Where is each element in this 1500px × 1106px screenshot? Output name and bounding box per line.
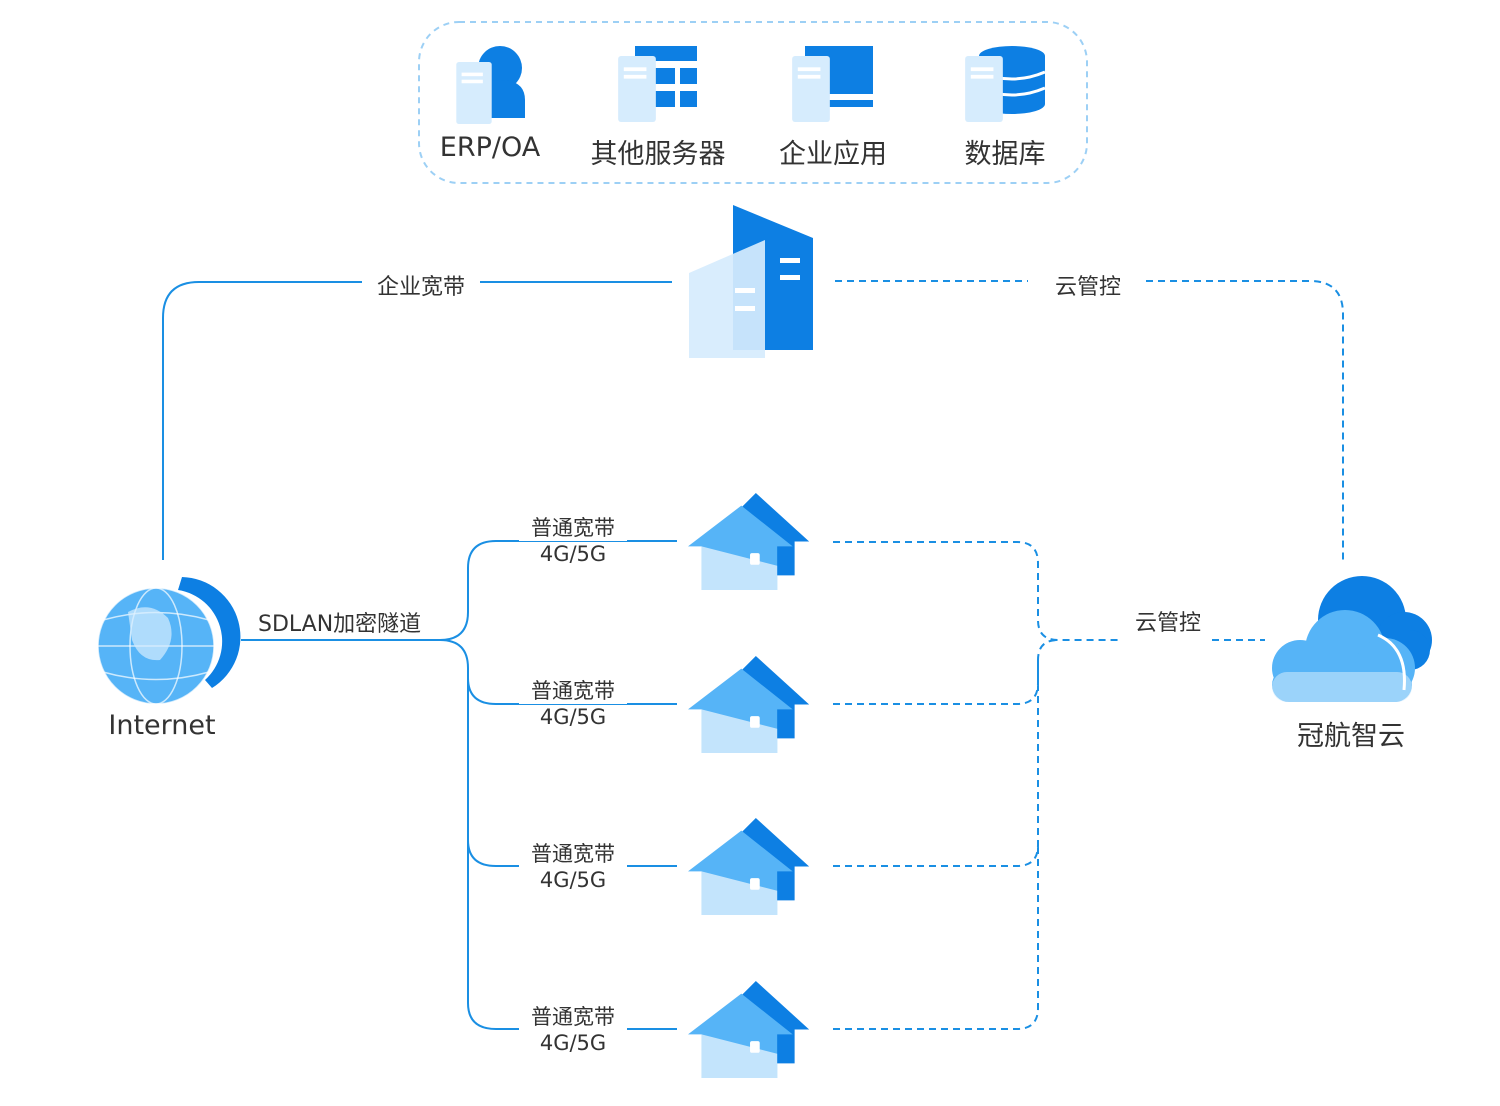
enterprise-broadband-line bbox=[162, 281, 672, 560]
house-icon bbox=[688, 656, 810, 753]
branch-link-line2: 4G/5G bbox=[539, 868, 607, 892]
service-label-other-servers: 其他服务器 bbox=[590, 139, 726, 170]
house-icon bbox=[688, 981, 810, 1078]
branch-link-line2: 4G/5G bbox=[539, 705, 607, 729]
sdlan-tunnel-line bbox=[241, 540, 677, 1030]
branch-link-line1: 普通宽带 bbox=[519, 841, 627, 867]
branch-link-line2: 4G/5G bbox=[539, 1031, 607, 1055]
hq-cloud-control-label: 云管控 bbox=[1054, 275, 1122, 300]
grid-server-icon bbox=[618, 46, 697, 122]
branch-link-label: 普通宽带 4G/5G bbox=[519, 515, 627, 567]
person-server-icon bbox=[456, 46, 525, 124]
database-server-icon bbox=[965, 46, 1046, 122]
services-frame bbox=[418, 21, 1088, 184]
sdlan-tunnel-label: SDLAN加密隧道 bbox=[258, 612, 422, 637]
branch-cloud-control-line bbox=[833, 541, 1265, 1030]
branch-cloud-control-label: 云管控 bbox=[1134, 611, 1202, 636]
service-label-database: 数据库 bbox=[964, 139, 1046, 170]
monitor-server-icon bbox=[792, 46, 873, 122]
house-icon bbox=[688, 493, 810, 590]
branch-link-label: 普通宽带 4G/5G bbox=[519, 841, 627, 893]
branch-link-line1: 普通宽带 bbox=[519, 1004, 627, 1030]
enterprise-broadband-label: 企业宽带 bbox=[376, 275, 466, 300]
globe-icon bbox=[97, 577, 241, 705]
branch-link-line1: 普通宽带 bbox=[519, 678, 627, 704]
cloud-icon bbox=[1272, 576, 1432, 702]
building-icon bbox=[689, 205, 813, 358]
service-label-erp-oa: ERP/OA bbox=[439, 132, 541, 163]
house-icon bbox=[688, 818, 810, 915]
hq-cloud-control-line bbox=[835, 280, 1344, 562]
branch-link-line1: 普通宽带 bbox=[519, 515, 627, 541]
service-label-enterprise-apps: 企业应用 bbox=[779, 139, 887, 170]
branch-link-label: 普通宽带 4G/5G bbox=[519, 1004, 627, 1056]
branch-link-line2: 4G/5G bbox=[539, 542, 607, 566]
cloud-label: 冠航智云 bbox=[1297, 721, 1405, 752]
branch-link-label: 普通宽带 4G/5G bbox=[519, 678, 627, 730]
internet-label: Internet bbox=[108, 710, 216, 741]
